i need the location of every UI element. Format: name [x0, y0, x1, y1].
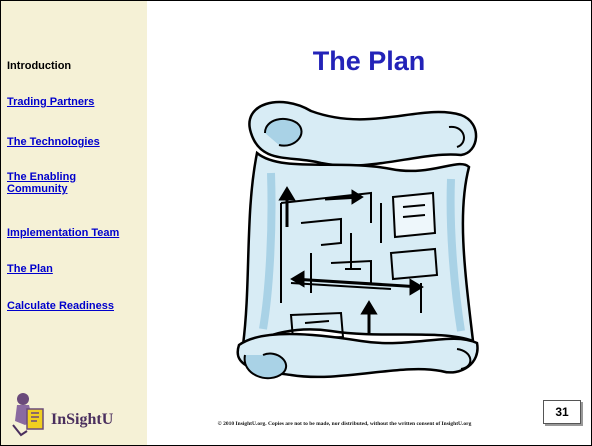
insightu-logo: InSightU	[7, 391, 142, 439]
menu-link-trading-partners[interactable]: Trading Partners	[7, 96, 95, 108]
menu-item-the-plan[interactable]: The Plan	[7, 263, 53, 275]
logo-figure-icon	[12, 393, 44, 437]
copyright-footer: © 2010 InsightU.org. Copies are not to b…	[217, 421, 472, 427]
sidebar: Introduction Trading Partners The Techno…	[1, 1, 147, 445]
menu-item-calculate-readiness[interactable]: Calculate Readiness	[7, 300, 114, 312]
page-number: 31	[543, 400, 581, 424]
menu-item-introduction: Introduction	[7, 60, 72, 72]
menu-link-technologies[interactable]: The Technologies	[7, 136, 100, 148]
slide-title: The Plan	[312, 46, 426, 76]
menu-item-enabling-community[interactable]: The Enabling Community	[7, 171, 97, 195]
blueprint-scroll-illustration	[236, 100, 479, 380]
logo-wordmark: InSightU	[51, 411, 114, 428]
menu-item-implementation-team[interactable]: Implementation Team	[7, 227, 119, 239]
menu-link-calculate-readiness[interactable]: Calculate Readiness	[7, 300, 114, 312]
menu-link-enabling-community[interactable]: The Enabling Community	[7, 171, 77, 195]
menu-item-technologies[interactable]: The Technologies	[7, 136, 100, 148]
menu-link-the-plan[interactable]: The Plan	[7, 263, 53, 275]
menu-link-implementation-team[interactable]: Implementation Team	[7, 227, 120, 239]
menu-item-trading-partners[interactable]: Trading Partners	[7, 96, 94, 108]
